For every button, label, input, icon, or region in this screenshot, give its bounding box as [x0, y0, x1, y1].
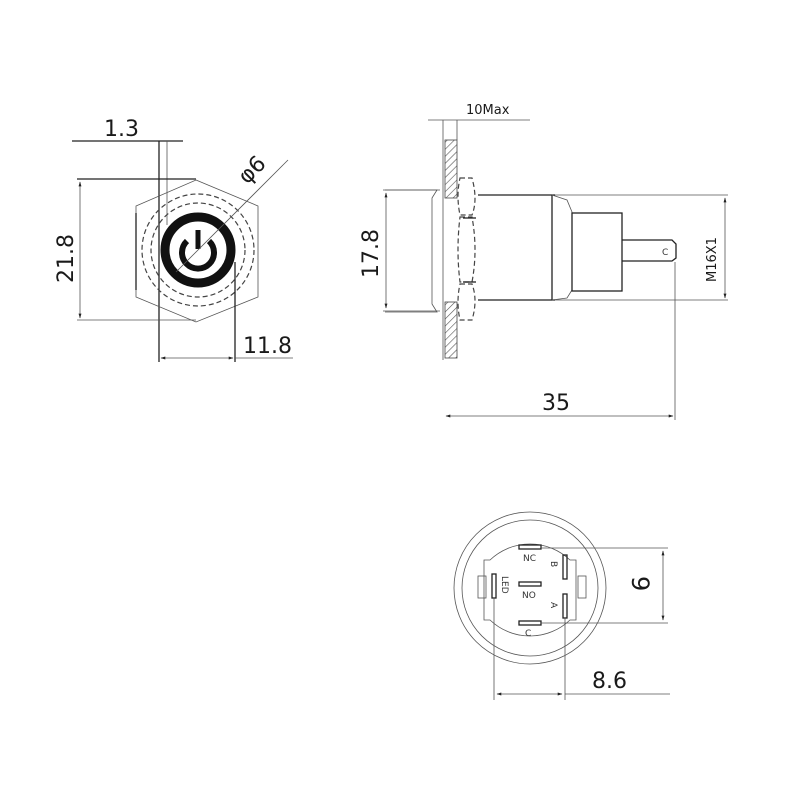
nut-segment-1 [457, 177, 476, 216]
diameter-leader [175, 159, 289, 273]
hex-nut-outline [135, 179, 259, 323]
side-view: 10Max C M16X1 17.8 35 [359, 103, 728, 420]
pin-a [562, 593, 568, 619]
dim-thickness-label: 1.3 [104, 117, 139, 142]
pin-no [518, 581, 542, 587]
pin-led [491, 573, 497, 599]
terminal-label: C [662, 248, 668, 258]
outer-dashed-circle [141, 193, 255, 307]
inner-dashed-circle [150, 202, 246, 298]
dim-diameter-label: φ6 [234, 151, 272, 189]
power-icon [179, 230, 217, 272]
rear-middle-circle [461, 519, 599, 657]
dim-thread-label: M16X1 [705, 237, 720, 282]
button-ring [160, 212, 236, 288]
pin-label-led: LED [499, 576, 509, 594]
terminal-block [571, 212, 623, 292]
pin-label-a: A [548, 602, 558, 609]
dim-length-label: 35 [542, 391, 570, 416]
panel-bottom-hatched [444, 301, 458, 359]
panel-top-hatched [444, 139, 458, 199]
body-collar [551, 194, 573, 301]
dim-pin-h-label: 8.6 [592, 669, 627, 694]
rear-key-left [477, 575, 487, 599]
dim-pin-v-label: 9 [626, 576, 654, 591]
button-head [385, 189, 438, 313]
pin-label-nc: NC [523, 554, 536, 564]
rear-view: NC B LED NO A C 9 8.6 [453, 511, 670, 700]
pin-b [562, 554, 568, 580]
terminal-tab [622, 239, 677, 262]
dim-panel-label: 10Max [466, 103, 510, 118]
pin-label-b: B [548, 561, 558, 567]
rear-outer-circle [453, 511, 607, 665]
pin-c [518, 620, 542, 626]
nut-segment-3 [457, 283, 476, 321]
pin-label-no: NO [522, 591, 536, 601]
pin-nc [518, 544, 542, 550]
front-view: 1.3 φ6 21.8 11.8 [54, 117, 293, 362]
nut-segment-2 [457, 216, 476, 283]
pin-label-c: C [525, 629, 531, 639]
dim-head-label: 17.8 [359, 229, 384, 278]
dim-height-label: 21.8 [54, 234, 79, 283]
rear-key-right [577, 575, 587, 599]
dim-width-label: 11.8 [243, 334, 292, 359]
